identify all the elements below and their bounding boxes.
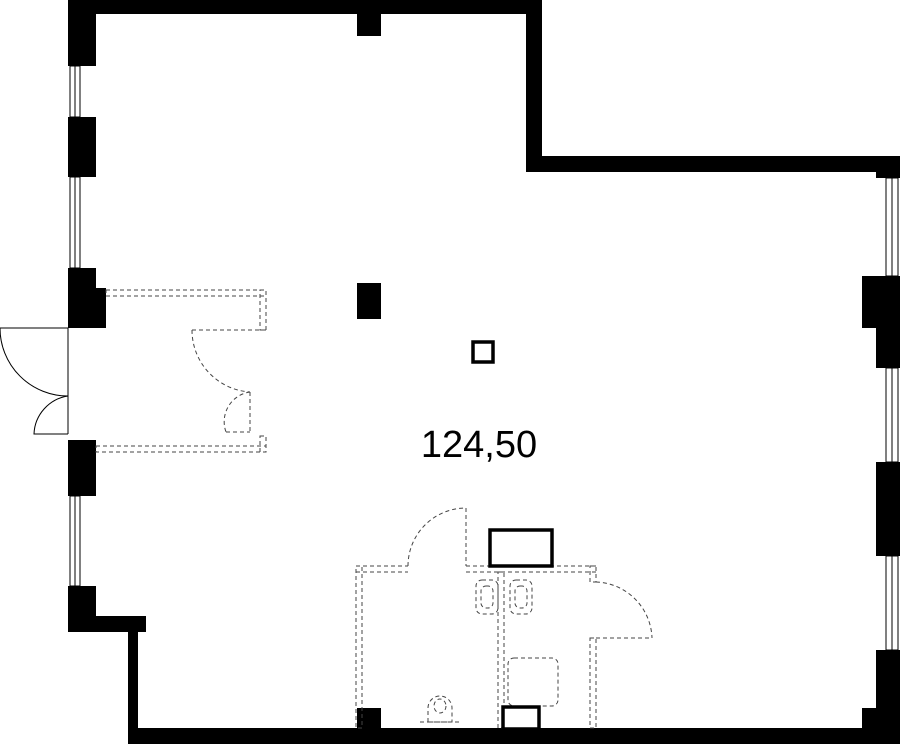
sink-left-bowl <box>480 585 494 609</box>
shower-tray <box>507 657 559 707</box>
wall-left-pier-2 <box>68 268 96 288</box>
sink-right <box>509 579 533 615</box>
door-leaf-upper <box>0 327 69 397</box>
wall-step-vertical <box>526 0 542 172</box>
wall-bottom <box>128 728 900 744</box>
wall-right-pier-2 <box>876 462 900 556</box>
wall-left-bottom-segment <box>128 616 138 744</box>
wall-left-upper <box>68 0 96 66</box>
wall-left-lower-stub <box>68 440 96 496</box>
bathroom-wall-right-stub <box>589 565 597 583</box>
wall-left-stub-upper <box>68 288 106 328</box>
bathroom-door-arc-right <box>595 581 653 639</box>
partition-top <box>105 289 267 297</box>
wall-right-pier-1b <box>876 328 900 368</box>
shaft-bathroom-bottom <box>501 705 541 731</box>
toilet <box>427 695 453 723</box>
wall-left-step <box>68 616 146 632</box>
bathroom-wall-left <box>355 565 363 729</box>
vestibule-partitions <box>95 289 267 453</box>
sink-right-bowl <box>514 585 528 609</box>
sink-left <box>475 579 499 615</box>
column-bottom <box>357 708 381 744</box>
entrance-door <box>0 327 69 435</box>
bathroom-door-arc-left <box>407 507 467 567</box>
shaft-small <box>471 340 495 364</box>
bathroom-wall-right <box>589 637 597 729</box>
wall-left-pier-1 <box>68 117 96 177</box>
vestibule-door-arc <box>191 329 251 393</box>
wall-right-pier-3 <box>876 650 900 710</box>
wall-right-bottom <box>862 708 900 744</box>
area-label: 124,50 <box>421 424 537 466</box>
column-top <box>357 0 381 36</box>
wall-right-top <box>876 156 900 178</box>
shaft-bathroom-top <box>488 528 554 568</box>
windows <box>69 65 899 651</box>
columns <box>357 0 495 744</box>
bathroom-block <box>355 507 653 731</box>
door-leaf-lower <box>33 395 69 435</box>
exterior-walls <box>68 0 900 744</box>
partition-bottom <box>95 445 267 453</box>
wall-top <box>68 0 542 14</box>
partition-right-lower <box>259 435 267 453</box>
vestibule-door-arc-2 <box>223 391 251 433</box>
wall-right-pier-1 <box>862 276 900 328</box>
wall-step-horizontal <box>526 156 900 172</box>
column-center <box>357 283 381 319</box>
bathroom-divider <box>497 571 505 729</box>
